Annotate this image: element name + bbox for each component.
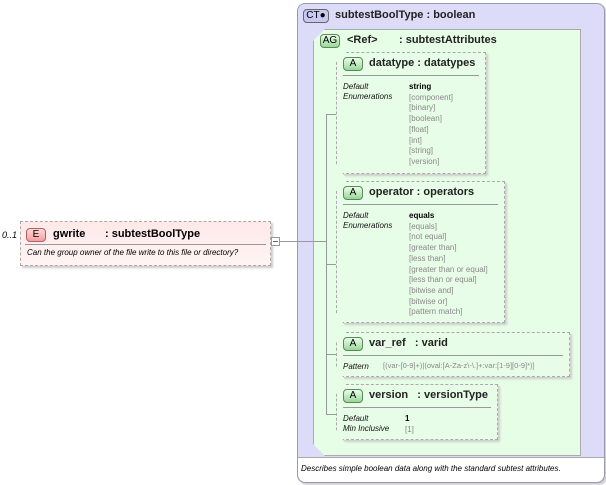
tree-branch [326,414,336,415]
label-min-inclusive: Min Inclusive [343,424,390,433]
attribute-badge: A [343,57,363,71]
enum: [component] [409,92,454,102]
attribute-title: var_ref : varid [369,337,448,349]
element-doc: Can the group owner of the file write to… [27,248,239,257]
attribute-version[interactable]: A version : versionType Default Min Incl… [336,384,498,440]
complex-type-name: subtestBoolType : boolean [335,9,476,21]
enum: [bitwise and] [409,285,454,295]
enum: [equals] [409,221,438,231]
enum: [less than or equal] [409,275,477,285]
collapse-toggle[interactable] [271,237,280,246]
default-value: 1 [405,414,410,423]
tree-branch [326,264,336,265]
element-badge: E [26,228,46,242]
complex-type-doc: Describes simple boolean data along with… [301,464,561,473]
label-enumerations: Enumerations [343,221,393,230]
enum: [binary] [409,103,436,113]
enum: [less than] [409,253,446,263]
attribute-operator[interactable]: A operator : operators Default Enumerati… [336,181,505,323]
label-pattern: Pattern [343,362,369,371]
label-default: Default [343,414,369,423]
default-value: equals [409,211,435,220]
attribute-datatype[interactable]: A datatype : datatypes Default Enumerati… [336,52,486,174]
element-type: : subtestBoolType [105,228,201,240]
element-gwrite[interactable]: E gwrite : subtestBoolType Can the group… [20,221,271,266]
tree-branch [326,354,336,355]
pattern-value: [(var-[0-9]+)|(oval:[A-Za-z\-\.]+:var:[1… [383,361,535,370]
attribute-badge: A [343,389,363,403]
label-enumerations: Enumerations [343,92,393,101]
tree-branch [326,114,336,115]
divider [25,244,266,245]
label-default: Default [343,211,369,220]
enum: [int] [409,135,422,145]
attribute-badge: A [343,337,363,351]
element-name: gwrite [53,228,86,240]
enum: [not equal] [409,232,447,242]
attribute-group-name: <Ref> [347,34,378,46]
min-inclusive-value: [1] [405,424,414,434]
attribute-var-ref[interactable]: A var_ref : varid Pattern [(var-[0-9]+)|… [336,332,570,377]
enum: [string] [409,146,434,156]
complex-type-doc-area: Describes simple boolean data along with… [298,457,604,482]
enum: [bitwise or] [409,296,448,306]
enum: [version] [409,156,440,166]
default-value: string [409,82,432,91]
attribute-title: datatype : datatypes [369,57,476,69]
attribute-title: version : versionType [369,389,489,401]
occurrence: 0..1 [2,230,18,240]
enum: [greater than] [409,243,457,253]
enum: [float] [409,124,429,134]
complex-type-badge: CT● [303,9,329,23]
attribute-title: operator : operators [369,186,475,198]
label-default: Default [343,82,369,91]
connector [280,241,297,242]
enum: [boolean] [409,114,442,124]
enum: [pattern match] [409,307,463,317]
tree-branch [297,241,326,242]
enum: [greater than or equal] [409,264,488,274]
attribute-group-badge: AG [320,34,340,48]
attribute-badge: A [343,186,363,200]
attribute-group-type: : subtestAttributes [399,34,497,46]
